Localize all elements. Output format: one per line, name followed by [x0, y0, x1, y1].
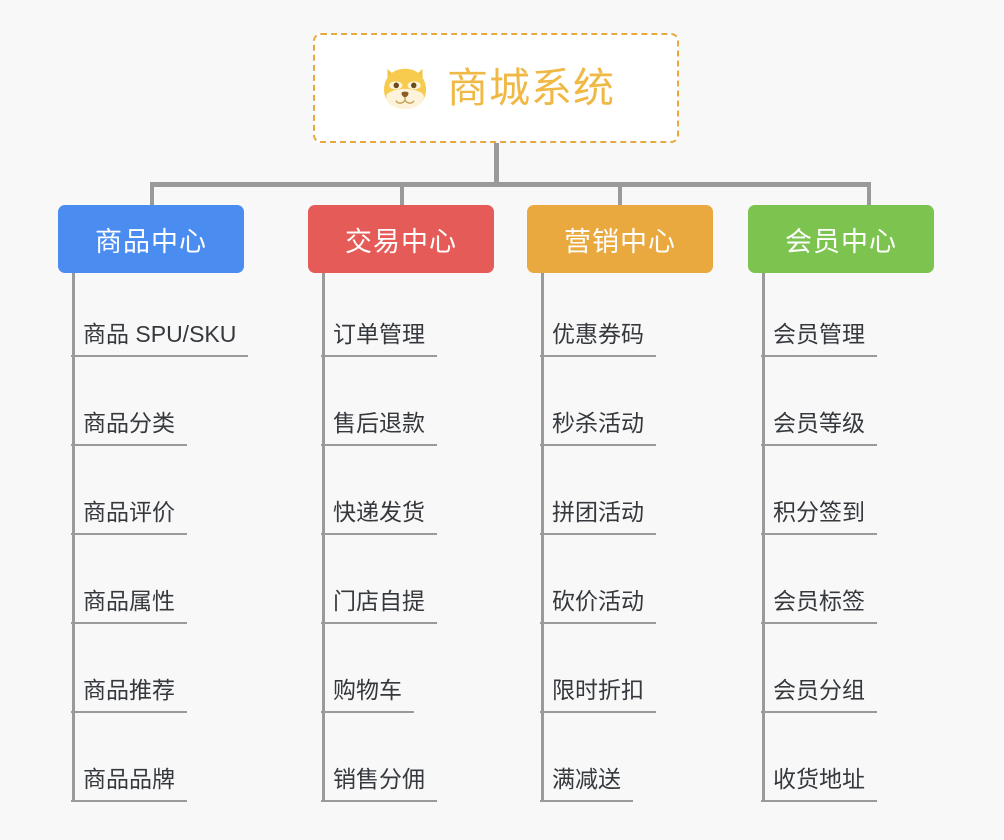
leaf-item-label: 会员管理 — [761, 319, 877, 357]
leaf-item-label: 秒杀活动 — [540, 408, 656, 446]
leaf-item-label: 订单管理 — [321, 319, 437, 357]
leaf-item-label: 商品 SPU/SKU — [71, 319, 249, 357]
leaf-item[interactable]: 砍价活动 — [540, 584, 656, 624]
category-header-4[interactable]: 会员中心 — [748, 205, 934, 273]
leaf-item[interactable]: 商品评价 — [71, 495, 187, 535]
leaf-item-label: 商品推荐 — [71, 675, 187, 713]
category-header-3[interactable]: 营销中心 — [527, 205, 713, 273]
leaf-item[interactable]: 商品推荐 — [71, 673, 187, 713]
branch-drop-line-4 — [867, 182, 871, 207]
category-header-label: 会员中心 — [785, 226, 897, 257]
leaf-item-label: 会员等级 — [761, 408, 877, 446]
leaf-item-label: 售后退款 — [321, 408, 437, 446]
leaf-item-label: 会员分组 — [761, 675, 877, 713]
leaf-item-label: 销售分佣 — [321, 764, 437, 802]
leaf-item-label: 门店自提 — [321, 586, 437, 624]
leaf-item-label: 收货地址 — [761, 764, 877, 802]
branch-bus-line — [150, 182, 871, 187]
column-rail-2 — [322, 273, 325, 800]
branch-drop-line-3 — [618, 182, 622, 207]
category-header-label: 交易中心 — [345, 226, 457, 257]
leaf-item[interactable]: 会员管理 — [761, 317, 877, 357]
leaf-item[interactable]: 满减送 — [540, 762, 633, 802]
leaf-item[interactable]: 优惠券码 — [540, 317, 656, 357]
leaf-item-label: 商品属性 — [71, 586, 187, 624]
column-rail-4 — [762, 273, 765, 800]
leaf-item-label: 商品分类 — [71, 408, 187, 446]
leaf-item[interactable]: 门店自提 — [321, 584, 437, 624]
leaf-item[interactable]: 拼团活动 — [540, 495, 656, 535]
leaf-item[interactable]: 商品属性 — [71, 584, 187, 624]
leaf-item[interactable]: 订单管理 — [321, 317, 437, 357]
leaf-item[interactable]: 积分签到 — [761, 495, 877, 535]
leaf-item[interactable]: 商品品牌 — [71, 762, 187, 802]
leaf-item-label: 优惠券码 — [540, 319, 656, 357]
category-header-1[interactable]: 商品中心 — [58, 205, 244, 273]
root-title: 商城系统 — [447, 64, 615, 111]
leaf-item[interactable]: 会员标签 — [761, 584, 877, 624]
column-rail-1 — [72, 273, 75, 800]
leaf-item-label: 会员标签 — [761, 586, 877, 624]
column-rail-3 — [541, 273, 544, 800]
leaf-item-label: 砍价活动 — [540, 586, 656, 624]
shiba-dog-face-emoji — [377, 60, 433, 116]
leaf-item[interactable]: 限时折扣 — [540, 673, 656, 713]
leaf-item-label: 满减送 — [540, 764, 633, 802]
leaf-item-label: 商品评价 — [71, 497, 187, 535]
leaf-item[interactable]: 会员等级 — [761, 406, 877, 446]
leaf-item-label: 购物车 — [321, 675, 414, 713]
leaf-item-label: 快递发货 — [321, 497, 437, 535]
leaf-item[interactable]: 购物车 — [321, 673, 414, 713]
leaf-item-label: 限时折扣 — [540, 675, 656, 713]
leaf-item-label: 拼团活动 — [540, 497, 656, 535]
leaf-item[interactable]: 会员分组 — [761, 673, 877, 713]
leaf-item-label: 商品品牌 — [71, 764, 187, 802]
leaf-item[interactable]: 售后退款 — [321, 406, 437, 446]
category-header-label: 商品中心 — [95, 226, 207, 257]
leaf-item[interactable]: 秒杀活动 — [540, 406, 656, 446]
leaf-item[interactable]: 收货地址 — [761, 762, 877, 802]
leaf-item-label: 积分签到 — [761, 497, 877, 535]
branch-drop-line-2 — [400, 182, 404, 207]
category-header-label: 营销中心 — [564, 226, 676, 257]
branch-drop-line-1 — [150, 182, 154, 207]
category-header-2[interactable]: 交易中心 — [308, 205, 494, 273]
root-node[interactable]: 商城系统 — [313, 33, 679, 143]
leaf-item[interactable]: 商品 SPU/SKU — [71, 317, 249, 357]
root-stem-line — [494, 143, 499, 186]
leaf-item[interactable]: 商品分类 — [71, 406, 187, 446]
leaf-item[interactable]: 销售分佣 — [321, 762, 437, 802]
leaf-item[interactable]: 快递发货 — [321, 495, 437, 535]
